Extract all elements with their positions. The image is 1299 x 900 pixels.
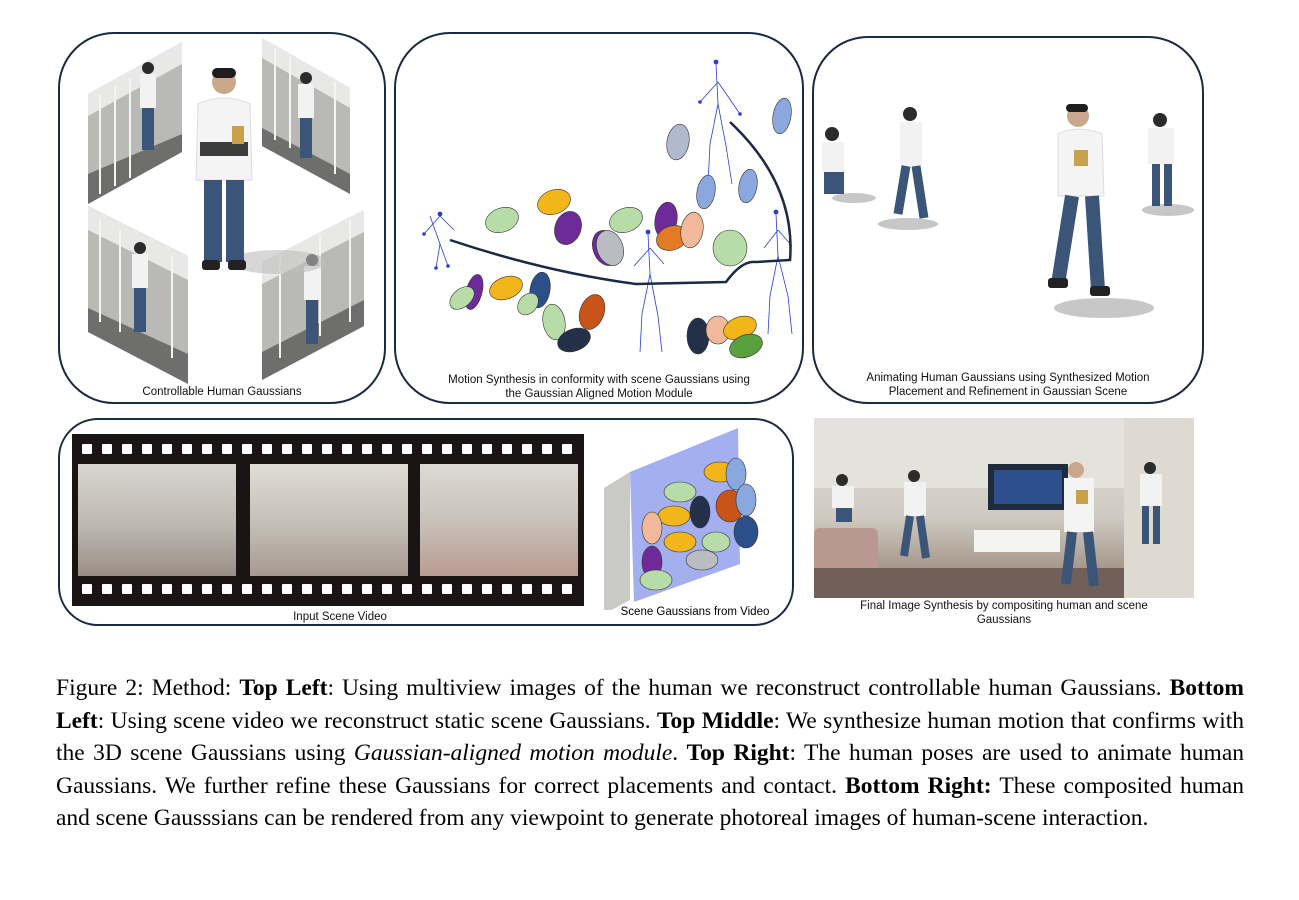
panel-scene-input: Input Scene Video Scene Gaussians from V… [58, 418, 794, 626]
caption-motion-module-name: Gaussian-aligned motion module [353, 740, 673, 766]
caption-motion-synthesis-2: the Gaussian Aligned Motion Module [505, 388, 693, 400]
caption-top-middle-text: : We synthesize human motion that confir… [56, 707, 1244, 767]
skeleton-top [698, 59, 742, 185]
film-strip [72, 434, 584, 606]
panel-animating-human: Animating Human Gaussians using Synthesi… [812, 36, 1204, 404]
figure-method: Method: [151, 675, 232, 701]
caption-bottom-right-text: These composited human and scene Gausssi… [56, 772, 1244, 832]
human-figure-1 [822, 127, 876, 203]
caption-top-right-label: Top Right [686, 740, 790, 766]
caption-bottom-right-label: Bottom Right: [845, 772, 992, 799]
caption-final-image: Final Image Synthesis by compositing hum… [814, 599, 1194, 627]
caption-controllable-human: Controllable Human Gaussians [142, 386, 302, 398]
gaussian-motion-diagram [422, 59, 793, 359]
composited-humans [832, 462, 1162, 587]
panel-motion-synthesis: Motion Synthesis in conformity with scen… [394, 32, 804, 404]
skeleton-right [763, 209, 793, 335]
caption-animating-human-2: Placement and Refinement in Gaussian Sce… [888, 386, 1128, 398]
skeleton-left [422, 211, 455, 270]
caption-bottom-left-text: : Using scene video we reconstruct stati… [97, 707, 657, 734]
human-figure-2 [878, 107, 938, 230]
caption-top-right-text: : The human poses are used to animate hu… [56, 740, 1245, 799]
caption-final-image-2: Gaussians [976, 614, 1032, 626]
caption-scene-gaussians: Scene Gaussians from Video [620, 606, 770, 618]
video-frame-1 [78, 464, 236, 576]
caption-top-left-text: : Using multiview images of the human we… [327, 675, 1170, 701]
skeleton-middle [633, 229, 665, 353]
figure-label: Figure 2: [56, 675, 144, 701]
caption-input-scene-video: Input Scene Video [293, 611, 387, 623]
human-figure-4 [1142, 113, 1194, 216]
caption-final-image-1: Final Image Synthesis by compositing hum… [860, 600, 1148, 612]
figure-caption: Figure 2: Method: Top Left: Using multiv… [56, 672, 1244, 835]
caption-animating-human-1: Animating Human Gaussians using Synthesi… [866, 372, 1150, 384]
panel-controllable-human: Controllable Human Gaussians [58, 32, 386, 404]
multiview-human-illustration [88, 38, 364, 384]
caption-motion-synthesis-1: Motion Synthesis in conformity with scen… [448, 374, 750, 386]
caption-bottom-left-label: Bottom Left [56, 675, 1245, 734]
human-figure-3 [1048, 104, 1154, 318]
final-composite-image [814, 418, 1194, 598]
animated-humans-illustration [822, 104, 1194, 318]
caption-top-middle-label: Top Middle [657, 707, 774, 734]
video-frame-3 [420, 464, 578, 576]
scene-gaussians-illustration [604, 428, 759, 610]
caption-top-left-label: Top Left [239, 675, 328, 701]
video-frame-2 [250, 464, 408, 576]
caption-top-middle-end: . [672, 740, 687, 766]
